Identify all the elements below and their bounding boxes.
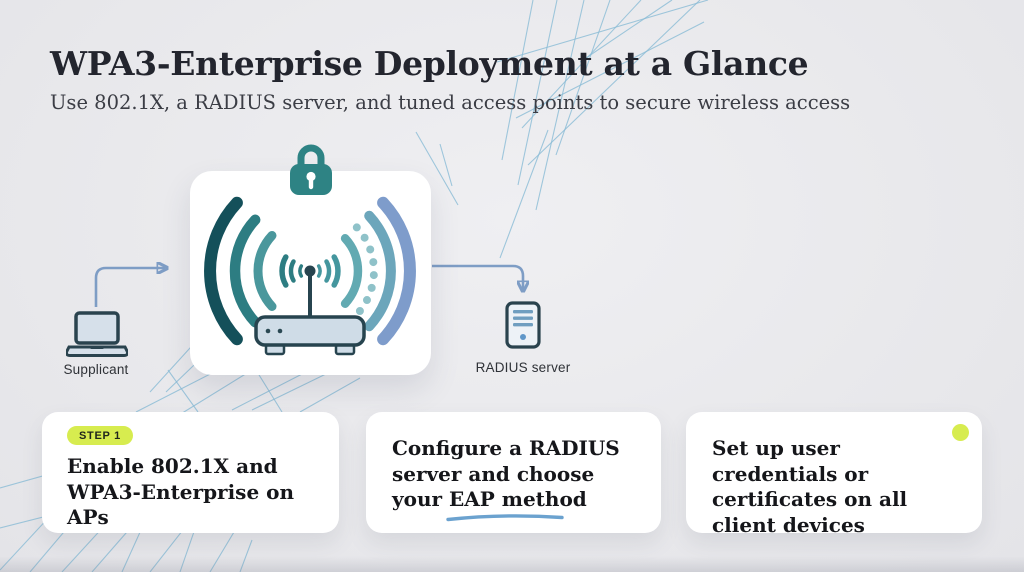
eap-method-text: EAP method [449,487,587,512]
access-point-card [190,171,431,375]
server-icon [505,301,541,349]
step-card-3: Set up user credentials or certificates … [686,412,982,537]
step-card-2: Configure a RADIUS server and choose you… [366,412,661,533]
laptop-icon [66,311,128,357]
wifi-router-icon [204,196,416,356]
supplicant-label: Supplicant [63,362,129,377]
step-2-text-main: Configure a RADIUS server and choose you… [392,436,620,512]
accent-dot-icon [952,424,969,441]
page-subtitle: Use 802.1X, a RADIUS server, and tuned a… [50,91,851,114]
step-2-text: Configure a RADIUS server and choose you… [392,436,643,521]
step-card-1: STEP 1 Enable 802.1X and WPA3-Enterprise… [42,412,339,533]
step-1-badge: STEP 1 [67,426,133,445]
eap-method-underline [446,513,564,521]
lock-icon [290,144,332,195]
step-1-text: Enable 802.1X and WPA3-Enterprise on APs [67,454,295,530]
page-title: WPA3-Enterprise Deployment at a Glance [50,44,809,83]
flow-arrow-supplicant-to-ap [94,268,165,307]
flow-arrow-ap-to-radius [432,264,523,289]
radius-server-label: RADIUS server [475,360,571,375]
step-2-text-underlined: EAP method [446,487,587,521]
step-3-text: Set up user credentials or certificates … [712,436,908,537]
